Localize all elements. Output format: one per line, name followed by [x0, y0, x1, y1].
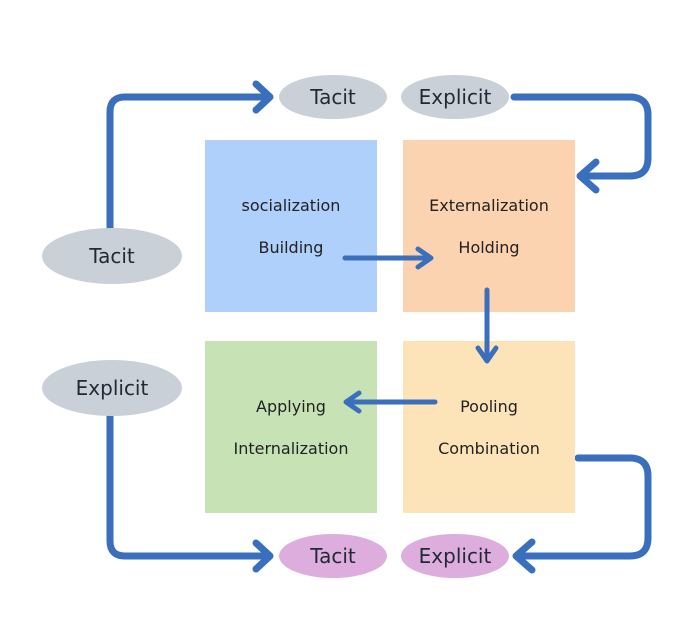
flow-arrow-left-to-top [106, 93, 272, 232]
arrow-head-bottom-right [512, 538, 536, 574]
arrow-down-icon [475, 287, 499, 364]
arrow-left-icon [343, 390, 438, 414]
arrow-head-bottom-left [252, 539, 274, 573]
left-tacit-oval: Tacit [42, 228, 182, 284]
left-explicit-oval: Explicit [42, 360, 182, 416]
arrow-head-externalization [576, 158, 600, 194]
bottom-tacit-oval: Tacit [279, 534, 387, 578]
arrow-right-icon [342, 246, 434, 270]
socialization-title: socialization [241, 196, 341, 215]
externalization-box: Externalization Holding [403, 140, 575, 312]
flow-arrow-top-to-externalization [510, 93, 652, 180]
internalization-title: Applying [256, 397, 326, 416]
top-explicit-oval: Explicit [401, 75, 509, 119]
internalization-box: Applying Internalization [205, 341, 377, 513]
combination-box: Pooling Combination [403, 341, 575, 513]
flow-arrow-left-to-bottom [106, 412, 272, 560]
combination-subtitle: Combination [438, 439, 540, 458]
socialization-subtitle: Building [258, 238, 324, 257]
top-tacit-oval: Tacit [279, 75, 387, 119]
externalization-subtitle: Holding [458, 238, 520, 257]
socialization-box: socialization Building [205, 140, 377, 312]
flow-arrow-combination-to-bottom [514, 454, 652, 560]
arrow-head-top-left [252, 80, 274, 114]
externalization-title: Externalization [429, 196, 549, 215]
combination-title: Pooling [460, 397, 518, 416]
internalization-subtitle: Internalization [233, 439, 349, 458]
bottom-explicit-oval: Explicit [401, 534, 509, 578]
